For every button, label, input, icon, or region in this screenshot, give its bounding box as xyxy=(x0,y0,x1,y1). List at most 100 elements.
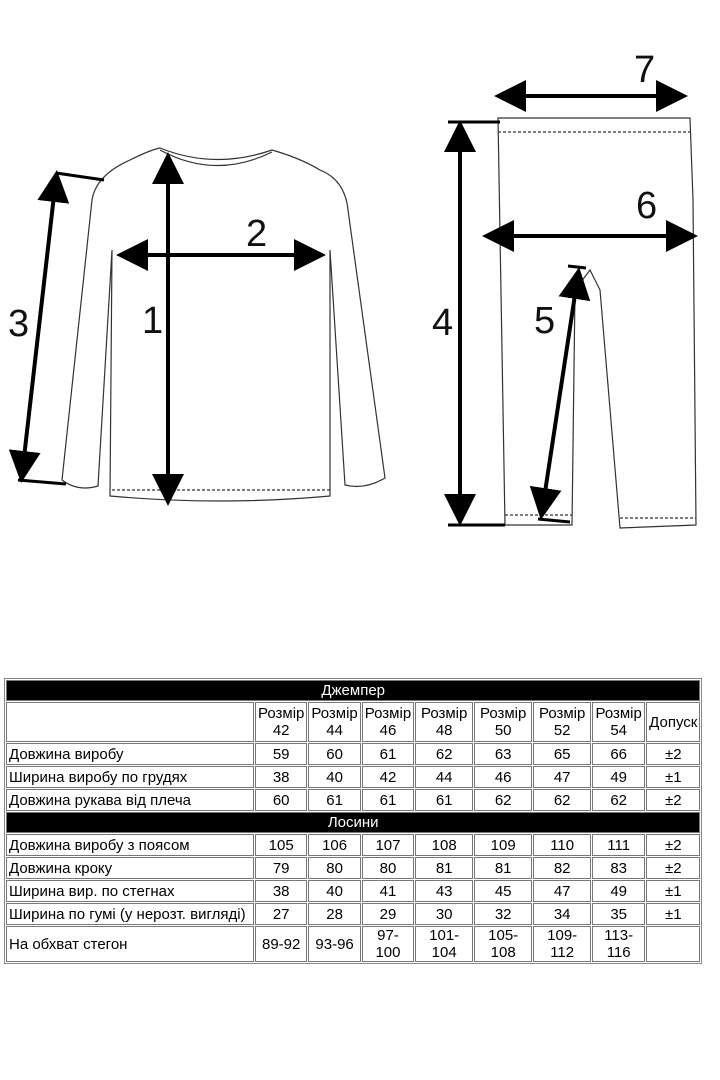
section-title: Джемпер xyxy=(6,680,701,701)
value-cell: 109 xyxy=(474,834,533,856)
size-number: 50 xyxy=(494,722,512,739)
label-1: 1 xyxy=(142,300,163,342)
size-word: Розмір xyxy=(420,705,468,722)
tolerance-cell: ±2 xyxy=(646,857,701,879)
value-cell: 40 xyxy=(308,880,361,902)
size-word: Розмір xyxy=(364,705,412,722)
value-cell: 44 xyxy=(415,766,474,788)
value-cell: 47 xyxy=(533,880,592,902)
tolerance-cell: ±1 xyxy=(646,903,701,925)
section-header: Лосини xyxy=(6,812,701,833)
value-cell: 89-92 xyxy=(255,926,308,962)
row-label: Довжина виробу xyxy=(6,743,254,765)
value-cell: 93-96 xyxy=(308,926,361,962)
value-cell: 28 xyxy=(308,903,361,925)
value-cell: 80 xyxy=(308,857,361,879)
value-cell: 61 xyxy=(415,789,474,811)
value-cell: 105 xyxy=(255,834,308,856)
tolerance-cell: ±2 xyxy=(646,789,701,811)
value-cell: 49 xyxy=(592,766,646,788)
value-cell: 61 xyxy=(361,789,415,811)
value-cell: 32 xyxy=(474,903,533,925)
value-cell: 35 xyxy=(592,903,646,925)
value-cell: 41 xyxy=(361,880,415,902)
label-4: 4 xyxy=(432,302,453,344)
value-cell: 61 xyxy=(361,743,415,765)
value-cell: 34 xyxy=(533,903,592,925)
row-label: Ширина по гумі (у нерозт. вигляді) xyxy=(6,903,254,925)
value-cell: 62 xyxy=(533,789,592,811)
size-word: Розмір xyxy=(258,705,305,722)
label-3: 3 xyxy=(8,303,29,345)
value-cell: 111 xyxy=(592,834,646,856)
value-cell: 62 xyxy=(415,743,474,765)
value-cell: 105-108 xyxy=(474,926,533,962)
value-cell: 61 xyxy=(308,789,361,811)
row-label: Довжина виробу з поясом xyxy=(6,834,254,856)
value-cell: 80 xyxy=(361,857,415,879)
section-header: Джемпер xyxy=(6,680,701,701)
value-cell: 65 xyxy=(533,743,592,765)
row-label: Довжина кроку xyxy=(6,857,254,879)
size-number: 48 xyxy=(435,722,453,739)
size-word: Розмір xyxy=(595,705,642,722)
empty-header-cell xyxy=(6,702,254,742)
value-cell: 83 xyxy=(592,857,646,879)
size-number: 54 xyxy=(610,722,628,739)
value-cell: 101-104 xyxy=(415,926,474,962)
garment-diagram: 1 2 3 4 5 6 7 xyxy=(8,49,698,529)
value-cell: 113-116 xyxy=(592,926,646,962)
value-cell: 47 xyxy=(533,766,592,788)
value-cell: 43 xyxy=(415,880,474,902)
value-cell: 29 xyxy=(361,903,415,925)
value-cell: 110 xyxy=(533,834,592,856)
value-cell: 42 xyxy=(361,766,415,788)
size-word: Розмір xyxy=(538,705,586,722)
value-cell: 38 xyxy=(255,880,308,902)
value-cell: 30 xyxy=(415,903,474,925)
section-title: Лосини xyxy=(6,812,701,833)
value-cell: 81 xyxy=(415,857,474,879)
size-number: 42 xyxy=(272,722,290,739)
value-cell: 60 xyxy=(255,789,308,811)
tolerance-cell: ±2 xyxy=(646,743,701,765)
tolerance-cell: ±1 xyxy=(646,880,701,902)
value-cell: 62 xyxy=(592,789,646,811)
size-word: Розмір xyxy=(479,705,527,722)
value-cell: 81 xyxy=(474,857,533,879)
row-label: Довжина рукава від плеча xyxy=(6,789,254,811)
label-5: 5 xyxy=(534,300,555,342)
tolerance-cell: ±2 xyxy=(646,834,701,856)
tolerance-header: Допуск xyxy=(646,702,701,742)
row-label: На обхват стегон xyxy=(6,926,254,962)
tolerance-cell: ±1 xyxy=(646,766,701,788)
tolerance-cell xyxy=(646,926,701,962)
value-cell: 38 xyxy=(255,766,308,788)
value-cell: 97-100 xyxy=(361,926,415,962)
value-cell: 79 xyxy=(255,857,308,879)
value-cell: 27 xyxy=(255,903,308,925)
value-cell: 66 xyxy=(592,743,646,765)
row-label: Ширина виробу по грудях xyxy=(6,766,254,788)
value-cell: 45 xyxy=(474,880,533,902)
size-number: 52 xyxy=(553,722,571,739)
value-cell: 40 xyxy=(308,766,361,788)
size-number: 44 xyxy=(326,722,343,739)
value-cell: 46 xyxy=(474,766,533,788)
size-word: Розмір xyxy=(311,705,358,722)
measurement-arrows xyxy=(8,80,698,527)
value-cell: 82 xyxy=(533,857,592,879)
